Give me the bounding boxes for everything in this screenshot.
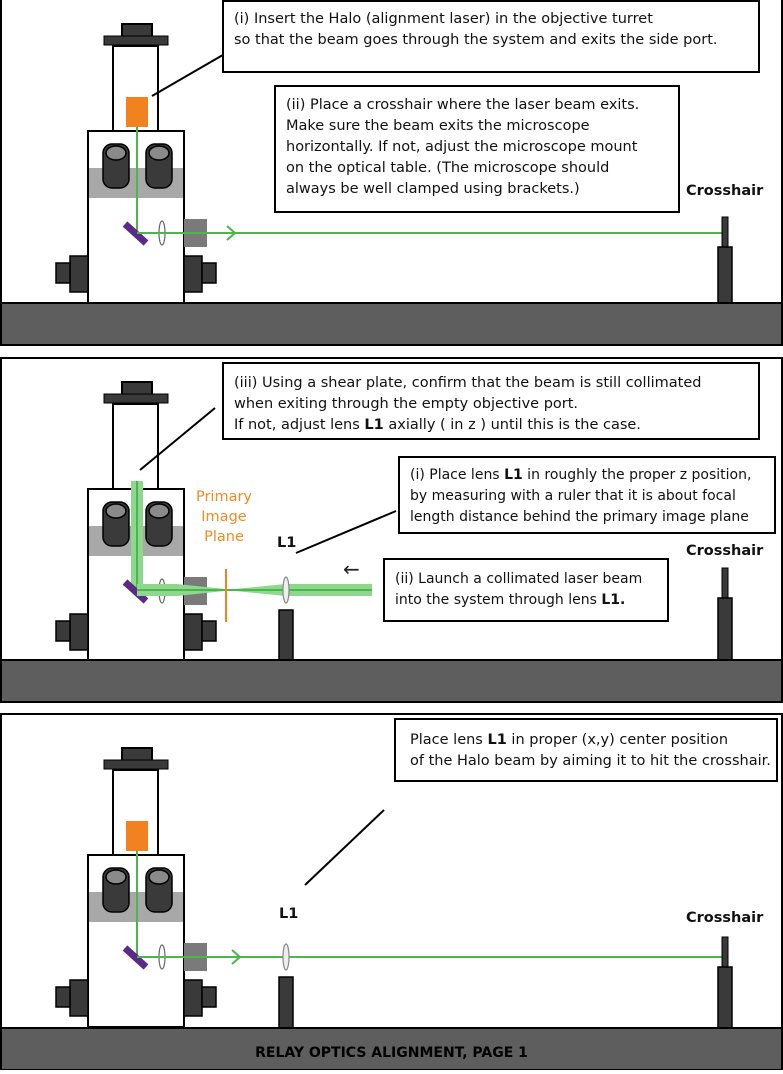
- eyepiece-opening: [148, 145, 170, 161]
- focus-knob-right: [183, 255, 203, 293]
- turret-crossbar: [103, 759, 169, 770]
- crosshair-post: [717, 246, 733, 304]
- lens-post: [278, 609, 294, 661]
- note-line: by measuring with a ruler that it is abo…: [410, 488, 736, 504]
- note-line: Place lens L1 in proper (x,y) center pos…: [410, 732, 729, 748]
- note-line: (ii) Launch a collimated laser beam: [395, 571, 643, 587]
- lens-l1: [282, 943, 290, 971]
- focus-knob-left-cap: [55, 620, 71, 642]
- halo-alignment-laser: [126, 821, 148, 851]
- note-line: (iii) Using a shear plate, confirm that …: [234, 375, 702, 391]
- dichroic-mirror: [122, 221, 149, 246]
- crosshair-label: Crosshair: [686, 543, 764, 559]
- leader-line: [139, 407, 216, 471]
- primary-image-plane-label: Primary Image Plane: [195, 489, 253, 545]
- focus-knob-right: [183, 613, 203, 651]
- eyepiece-opening: [105, 869, 127, 885]
- beam-direction-chevron: [226, 225, 237, 241]
- lens-ref: L1: [487, 732, 507, 748]
- lens-ref: L1: [364, 417, 384, 433]
- note-line: always be well clamped using brackets.): [286, 181, 580, 197]
- lens-ref: L1.: [601, 592, 626, 608]
- note-line: If not, adjust lens L1 axially ( in z ) …: [234, 417, 641, 433]
- step-i-insert-halo-note: (i) Insert the Halo (alignment laser) in…: [222, 0, 760, 73]
- beam-direction-arrow: ←: [343, 557, 360, 581]
- dichroic-mirror: [122, 945, 149, 970]
- focus-knob-right-cap: [201, 262, 217, 284]
- eyepiece-opening: [105, 145, 127, 161]
- lens-l1-label: L1: [277, 535, 297, 551]
- leader-line: [295, 510, 397, 554]
- focus-knob-right-cap: [201, 620, 217, 642]
- crosshair-label: Crosshair: [686, 183, 764, 199]
- focus-knob-left: [69, 255, 89, 293]
- optical-table: [0, 302, 783, 346]
- focus-knob-left-cap: [55, 262, 71, 284]
- crosshair-label: Crosshair: [686, 910, 764, 926]
- eyepiece-opening: [148, 869, 170, 885]
- lens-ref: L1: [504, 467, 523, 483]
- crosshair-post: [717, 597, 733, 661]
- note-line: on the optical table. (The microscope sh…: [286, 160, 610, 176]
- note-line: (i) Insert the Halo (alignment laser) in…: [234, 11, 653, 27]
- optical-table: [0, 659, 783, 703]
- turret-crossbar: [103, 35, 169, 46]
- crosshair-post-tip: [721, 936, 729, 968]
- turret-crossbar: [103, 393, 169, 404]
- page-footer-title: RELAY OPTICS ALIGNMENT, PAGE 1: [255, 1045, 528, 1061]
- leader-line: [151, 51, 229, 97]
- step-i-place-lens-note: (i) Place lens L1 in roughly the proper …: [398, 456, 776, 534]
- focus-knob-left-cap: [55, 986, 71, 1008]
- focus-knob-right: [183, 979, 203, 1017]
- step-center-lens-note: Place lens L1 in proper (x,y) center pos…: [394, 718, 778, 782]
- focus-knob-right-cap: [201, 986, 217, 1008]
- note-line: horizontally. If not, adjust the microsc…: [286, 139, 638, 155]
- microscope-column: [112, 403, 159, 491]
- note-line: (ii) Place a crosshair where the laser b…: [286, 97, 640, 113]
- lens-l1: [282, 576, 290, 604]
- eyepiece-opening: [105, 503, 127, 519]
- note-line: into the system through lens L1.: [395, 592, 626, 608]
- note-line: so that the beam goes through the system…: [234, 32, 718, 48]
- note-line: length distance behind the primary image…: [410, 509, 749, 525]
- crosshair-post-tip: [721, 567, 729, 599]
- eyepiece-opening: [148, 503, 170, 519]
- halo-alignment-laser: [126, 97, 148, 127]
- step-ii-crosshair-note: (ii) Place a crosshair where the laser b…: [274, 85, 680, 213]
- crosshair-post: [717, 966, 733, 1029]
- note-line: (i) Place lens L1 in roughly the proper …: [410, 467, 752, 483]
- leader-line: [304, 809, 385, 886]
- note-line: when exiting through the empty objective…: [234, 396, 579, 412]
- note-line: of the Halo beam by aiming it to hit the…: [410, 753, 771, 769]
- optical-table: [0, 1027, 783, 1071]
- lens-l1-label: L1: [279, 906, 299, 922]
- step-iii-shear-plate-note: (iii) Using a shear plate, confirm that …: [222, 362, 760, 440]
- note-line: Make sure the beam exits the microscope: [286, 118, 590, 134]
- beam-direction-chevron: [231, 949, 242, 965]
- lens-post: [278, 976, 294, 1029]
- dichroic-mirror: [122, 579, 149, 604]
- step-ii-launch-beam-note: (ii) Launch a collimated laser beam into…: [383, 558, 669, 622]
- focus-knob-left: [69, 613, 89, 651]
- focus-knob-left: [69, 979, 89, 1017]
- crosshair-post-tip: [721, 216, 729, 248]
